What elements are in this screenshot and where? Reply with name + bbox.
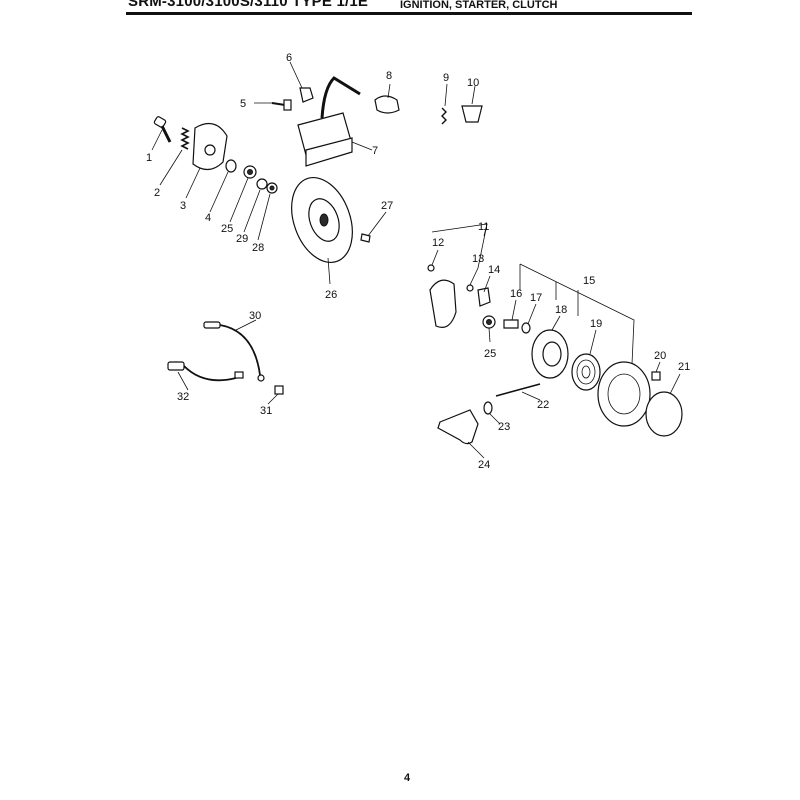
callout-14: 14: [488, 264, 500, 276]
part-20-screw: [651, 371, 661, 381]
part-12-e-clip: [427, 264, 435, 272]
part-16-bolt: [503, 319, 519, 329]
callout-19: 19: [590, 318, 602, 330]
callout-29: 29: [236, 233, 248, 245]
part-21-label: [645, 391, 683, 437]
page-number: 4: [404, 772, 411, 784]
part-10-terminal: [461, 105, 483, 123]
callout-31: 31: [260, 405, 272, 417]
part-29-washer: [256, 178, 268, 190]
part-2-spring: [180, 127, 190, 150]
callout-10: 10: [467, 77, 479, 89]
callout-16: 16: [510, 288, 522, 300]
callout-18: 18: [555, 304, 567, 316]
part-30-wire: [203, 321, 265, 382]
part-13-spring: [466, 284, 474, 292]
callout-3: 3: [180, 200, 186, 212]
part-4-washer: [225, 159, 237, 173]
callout-labels: 1 2 3 4 5 6 7 8 9 10 11 12 13 14 15 16 1…: [146, 52, 690, 471]
callout-9: 9: [443, 72, 449, 84]
callout-21: 21: [678, 361, 690, 373]
part-25-nut-lower: [482, 315, 496, 329]
part-28-nut: [266, 182, 278, 194]
leader-lines: [151, 61, 681, 459]
callout-1: 1: [146, 152, 152, 164]
header-rule: [126, 12, 692, 15]
callout-15: 15: [583, 275, 595, 287]
part-8-plug-cap: [374, 95, 400, 114]
part-11-starter-pulley-plate: [429, 279, 457, 328]
part-14-pawl: [477, 287, 491, 307]
part-6-clip: [299, 87, 314, 103]
part-17-washer: [521, 322, 531, 334]
callout-22: 22: [537, 399, 549, 411]
part-1-bolt: [153, 116, 172, 143]
part-3-clutch: [192, 122, 228, 171]
callout-4: 4: [205, 212, 211, 224]
callout-17: 17: [530, 292, 542, 304]
callout-2: 2: [154, 187, 160, 199]
part-24-handle: [437, 409, 479, 445]
callout-28: 28: [252, 242, 264, 254]
callout-20: 20: [654, 350, 666, 362]
callout-32: 32: [177, 391, 189, 403]
callout-27: 27: [381, 200, 393, 212]
part-27-key: [360, 233, 371, 243]
callout-12: 12: [432, 237, 444, 249]
callout-30: 30: [249, 310, 261, 322]
part-19-recoil-spring: [571, 353, 601, 391]
callout-6: 6: [286, 52, 292, 64]
callout-11: 11: [478, 221, 489, 233]
manual-model-title: SRM-3100/3100S/3110 TYPE 1/1E: [128, 0, 369, 10]
part-5-screw: [271, 99, 292, 111]
part-31-screw: [274, 385, 284, 395]
part-25-nut-upper: [243, 165, 257, 179]
part-23-washer: [483, 401, 493, 415]
part-9-spring: [441, 107, 447, 125]
callout-23: 23: [498, 421, 510, 433]
callout-13: 13: [472, 253, 484, 265]
callout-26: 26: [325, 289, 337, 301]
part-18-reel: [531, 329, 569, 379]
callout-25-upper: 25: [221, 223, 233, 235]
part-26-flywheel: [291, 176, 353, 264]
callout-25-lower: 25: [484, 348, 496, 360]
part-22-rope: [495, 383, 541, 397]
callout-5: 5: [240, 98, 246, 110]
part-7-ignition-coil: [297, 76, 361, 167]
callout-7: 7: [372, 145, 378, 157]
part-32-wire: [167, 361, 244, 382]
part-15-starter-case: [597, 361, 651, 427]
callout-8: 8: [386, 70, 392, 82]
callout-24: 24: [478, 459, 490, 471]
section-title: IGNITION, STARTER, CLUTCH: [400, 0, 558, 11]
